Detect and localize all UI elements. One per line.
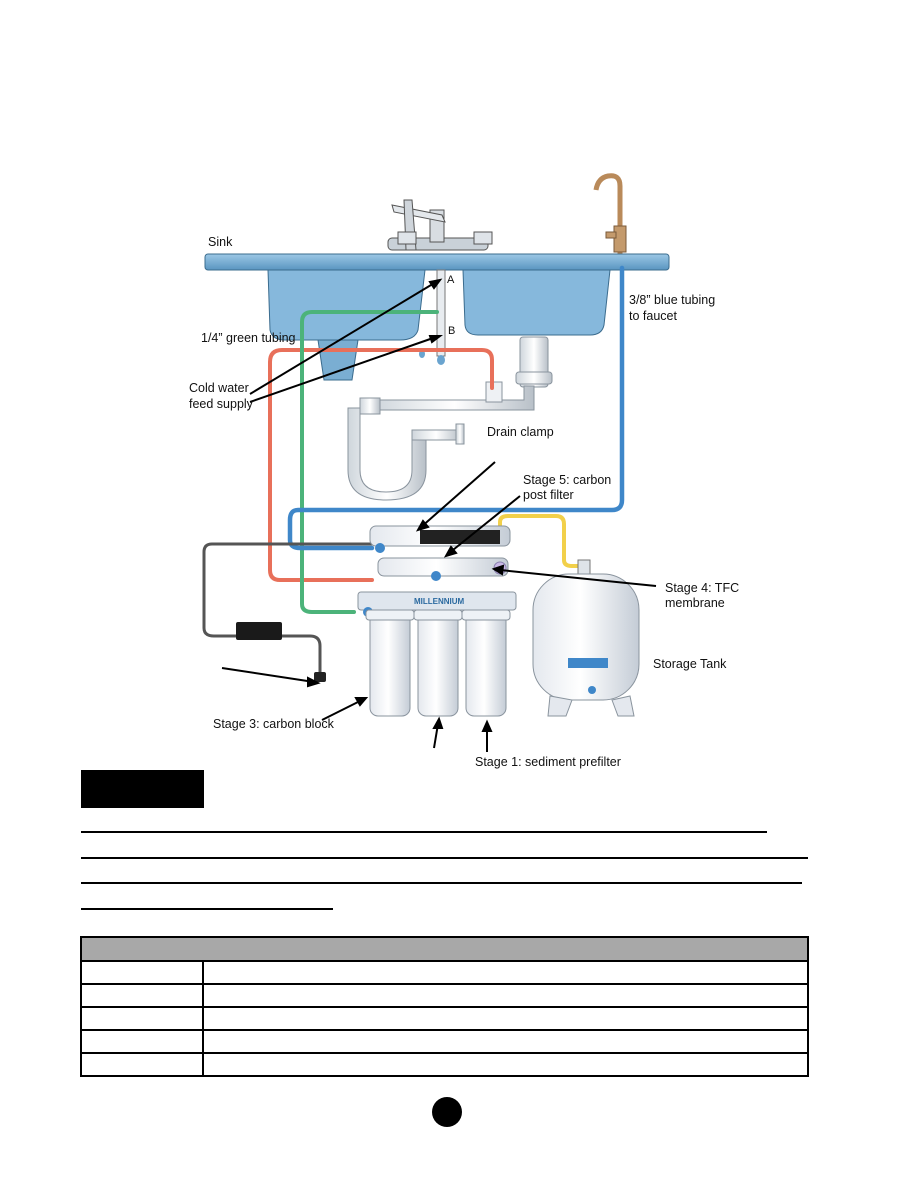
power-adapter [236, 622, 282, 640]
label-blue-tubing-2: to faucet [629, 309, 677, 323]
redacted-line-4 [81, 908, 333, 910]
table-cell [80, 983, 204, 1008]
page-number-badge [432, 1097, 462, 1127]
table-cell [202, 1052, 809, 1077]
redacted-line-2 [81, 857, 808, 859]
label-stage4-2: membrane [665, 596, 725, 610]
table-header-row [80, 936, 809, 962]
drain-plumbing [347, 336, 553, 501]
table-cell [80, 1052, 204, 1077]
label-sink: Sink [208, 235, 233, 249]
ro-installation-diagram: MILLENNIUM Sink A B 3/8” blue tubing to … [189, 173, 739, 769]
label-stage3: Stage 3: carbon block [213, 717, 335, 731]
table-cell [80, 1006, 204, 1031]
table-cell [202, 1006, 809, 1031]
tubing [202, 265, 625, 678]
label-cold-water-1: Cold water [189, 381, 249, 395]
ro-faucet [593, 173, 627, 256]
table-cell [80, 1029, 204, 1054]
power-plug [314, 672, 326, 682]
table-header [80, 936, 809, 962]
label-green-tubing: 1/4” green tubing [201, 331, 296, 345]
label-cold-water-2: feed supply [189, 397, 254, 411]
brand-label: MILLENNIUM [414, 597, 465, 606]
table-cell [202, 960, 809, 985]
table-cell [80, 960, 204, 985]
section-heading-box [81, 770, 204, 808]
label-point-a: A [447, 274, 455, 286]
sink-faucet [387, 199, 493, 251]
storage-tank [532, 559, 640, 717]
table-row [80, 983, 809, 1008]
table-row [80, 960, 809, 985]
table-row [80, 1006, 809, 1031]
table-row [80, 1052, 809, 1077]
label-drain-clamp: Drain clamp [487, 425, 554, 439]
label-storage-tank: Storage Tank [653, 657, 727, 671]
table-row [80, 1029, 809, 1054]
label-blue-tubing-1: 3/8” blue tubing [629, 293, 715, 307]
label-point-b: B [448, 325, 455, 337]
spec-table [80, 936, 809, 1077]
redacted-line-1 [81, 831, 767, 833]
label-stage5-2: post filter [523, 488, 574, 502]
label-stage1: Stage 1: sediment prefilter [475, 755, 621, 769]
table-cell [202, 1029, 809, 1054]
table-cell [202, 983, 809, 1008]
callout-arrows [221, 278, 657, 752]
sink [204, 253, 670, 381]
label-stage4-1: Stage 4: TFC [665, 581, 739, 595]
label-stage5-1: Stage 5: carbon [523, 473, 611, 487]
ro-unit [357, 525, 517, 717]
redacted-line-3 [81, 882, 802, 884]
